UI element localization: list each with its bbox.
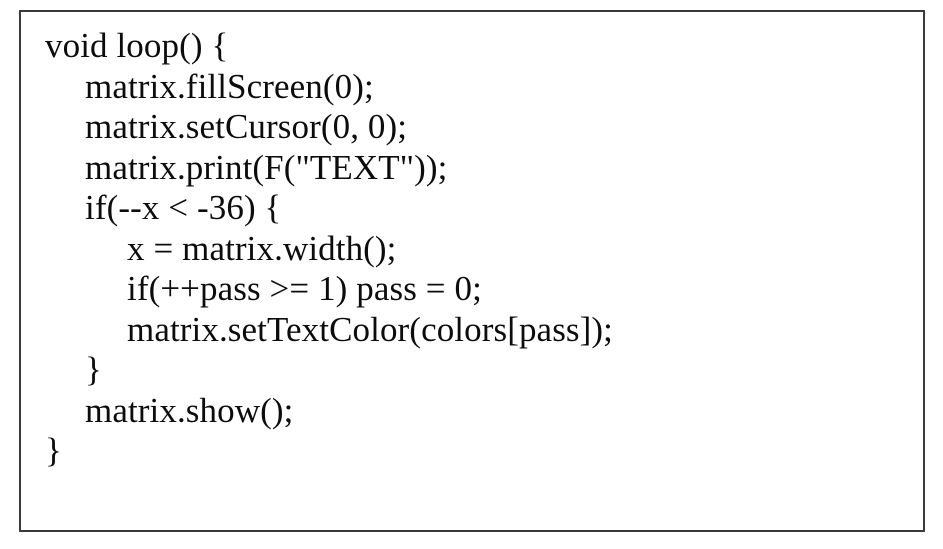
code-line: } <box>85 350 102 389</box>
code-line: matrix.fillScreen(0); <box>85 66 374 106</box>
code-line: if(++pass >= 1) pass = 0; <box>127 269 482 308</box>
code-line: matrix.print(F("TEXT")); <box>85 147 448 187</box>
code-line: matrix.setTextColor(colors[pass]); <box>127 309 613 349</box>
code-line: matrix.show(); <box>85 390 294 430</box>
code-line: if(--x < -36) { <box>85 188 282 227</box>
code-line: void loop() { <box>45 26 229 65</box>
code-box: void loop() {matrix.fillScreen(0);matrix… <box>19 10 925 532</box>
code-line: x = matrix.width(); <box>127 228 397 268</box>
code-listing: void loop() {matrix.fillScreen(0);matrix… <box>21 12 923 530</box>
code-line: } <box>45 431 62 470</box>
code-line: matrix.setCursor(0, 0); <box>85 107 408 146</box>
